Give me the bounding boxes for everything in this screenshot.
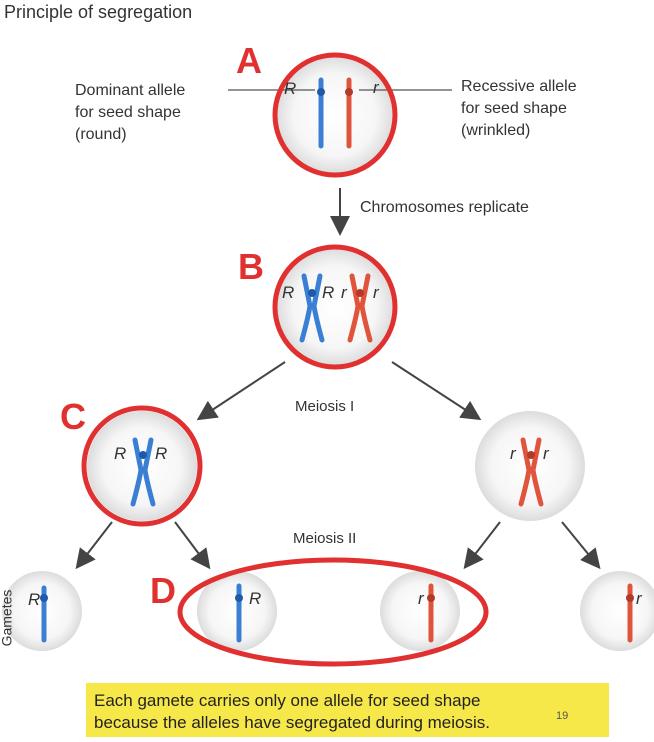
- allele-right-recessive-1: r: [510, 444, 516, 463]
- allele-a-recessive: r: [373, 78, 379, 97]
- label-a: A: [236, 40, 262, 81]
- allele-b-dominant-2: R: [322, 283, 335, 302]
- allele-gamete-4: r: [636, 589, 642, 608]
- arrow-meiosis2-2: [174, 521, 211, 570]
- allele-c-dominant-1: R: [114, 444, 127, 463]
- allele-gamete-3: r: [418, 589, 424, 608]
- arrow-meiosis1-left: [196, 361, 286, 421]
- chromosome-recessive-right: [518, 437, 544, 507]
- allele-c-dominant-2: R: [155, 444, 168, 463]
- label-b: B: [238, 246, 264, 287]
- meiosis2-label: Meiosis II: [293, 530, 357, 547]
- arrow-meiosis1-right: [391, 361, 482, 421]
- chromosome-recessive-a: [345, 77, 353, 149]
- recessive-allele-label: Recessive allele for seed shape (wrinkle…: [461, 78, 577, 139]
- allele-b-recessive-1: r: [341, 283, 347, 302]
- arrow-meiosis2-4: [561, 521, 601, 570]
- highlight-circle-b: [272, 244, 398, 370]
- highlight-ellipse-d: [177, 557, 489, 667]
- highlight-circle-c: [81, 405, 203, 527]
- chromosome-dominant-c: [130, 437, 156, 507]
- label-c: C: [60, 396, 86, 437]
- gamete-4: [580, 571, 654, 651]
- allele-b-recessive-2: r: [373, 283, 379, 302]
- arrow-meiosis2-3: [463, 521, 501, 570]
- dominant-allele-label: Dominant allele for seed shape (round): [75, 82, 186, 143]
- label-d: D: [150, 570, 176, 611]
- diagram-title: Principle of segregation: [4, 2, 193, 22]
- allele-right-recessive-2: r: [543, 444, 549, 463]
- caption-line-1: Each gamete carries only one allele for …: [94, 691, 481, 710]
- gamete-3: [380, 571, 460, 651]
- arrow-meiosis2-1: [75, 521, 113, 570]
- chromosome-dominant-replicated-b: [299, 273, 325, 343]
- meiosis1-label: Meiosis I: [295, 398, 355, 415]
- allele-gamete-2: R: [249, 589, 262, 608]
- cell-a: [276, 56, 394, 174]
- chromosome-recessive-replicated-b: [347, 273, 373, 343]
- replicate-label: Chromosomes replicate: [360, 199, 529, 216]
- allele-b-dominant-1: R: [282, 283, 295, 302]
- caption: Each gamete carries only one allele for …: [86, 683, 609, 737]
- chromosome-dominant-a: [317, 77, 325, 149]
- highlight-circle-a: [272, 52, 398, 178]
- caption-line-2: because the alleles have segregated duri…: [94, 713, 490, 732]
- gametes-label: Gametes: [0, 589, 15, 647]
- allele-a-dominant: R: [284, 79, 297, 98]
- page-number: 19: [556, 710, 569, 722]
- caption-background: [86, 683, 609, 737]
- allele-gamete-1: R: [28, 590, 41, 609]
